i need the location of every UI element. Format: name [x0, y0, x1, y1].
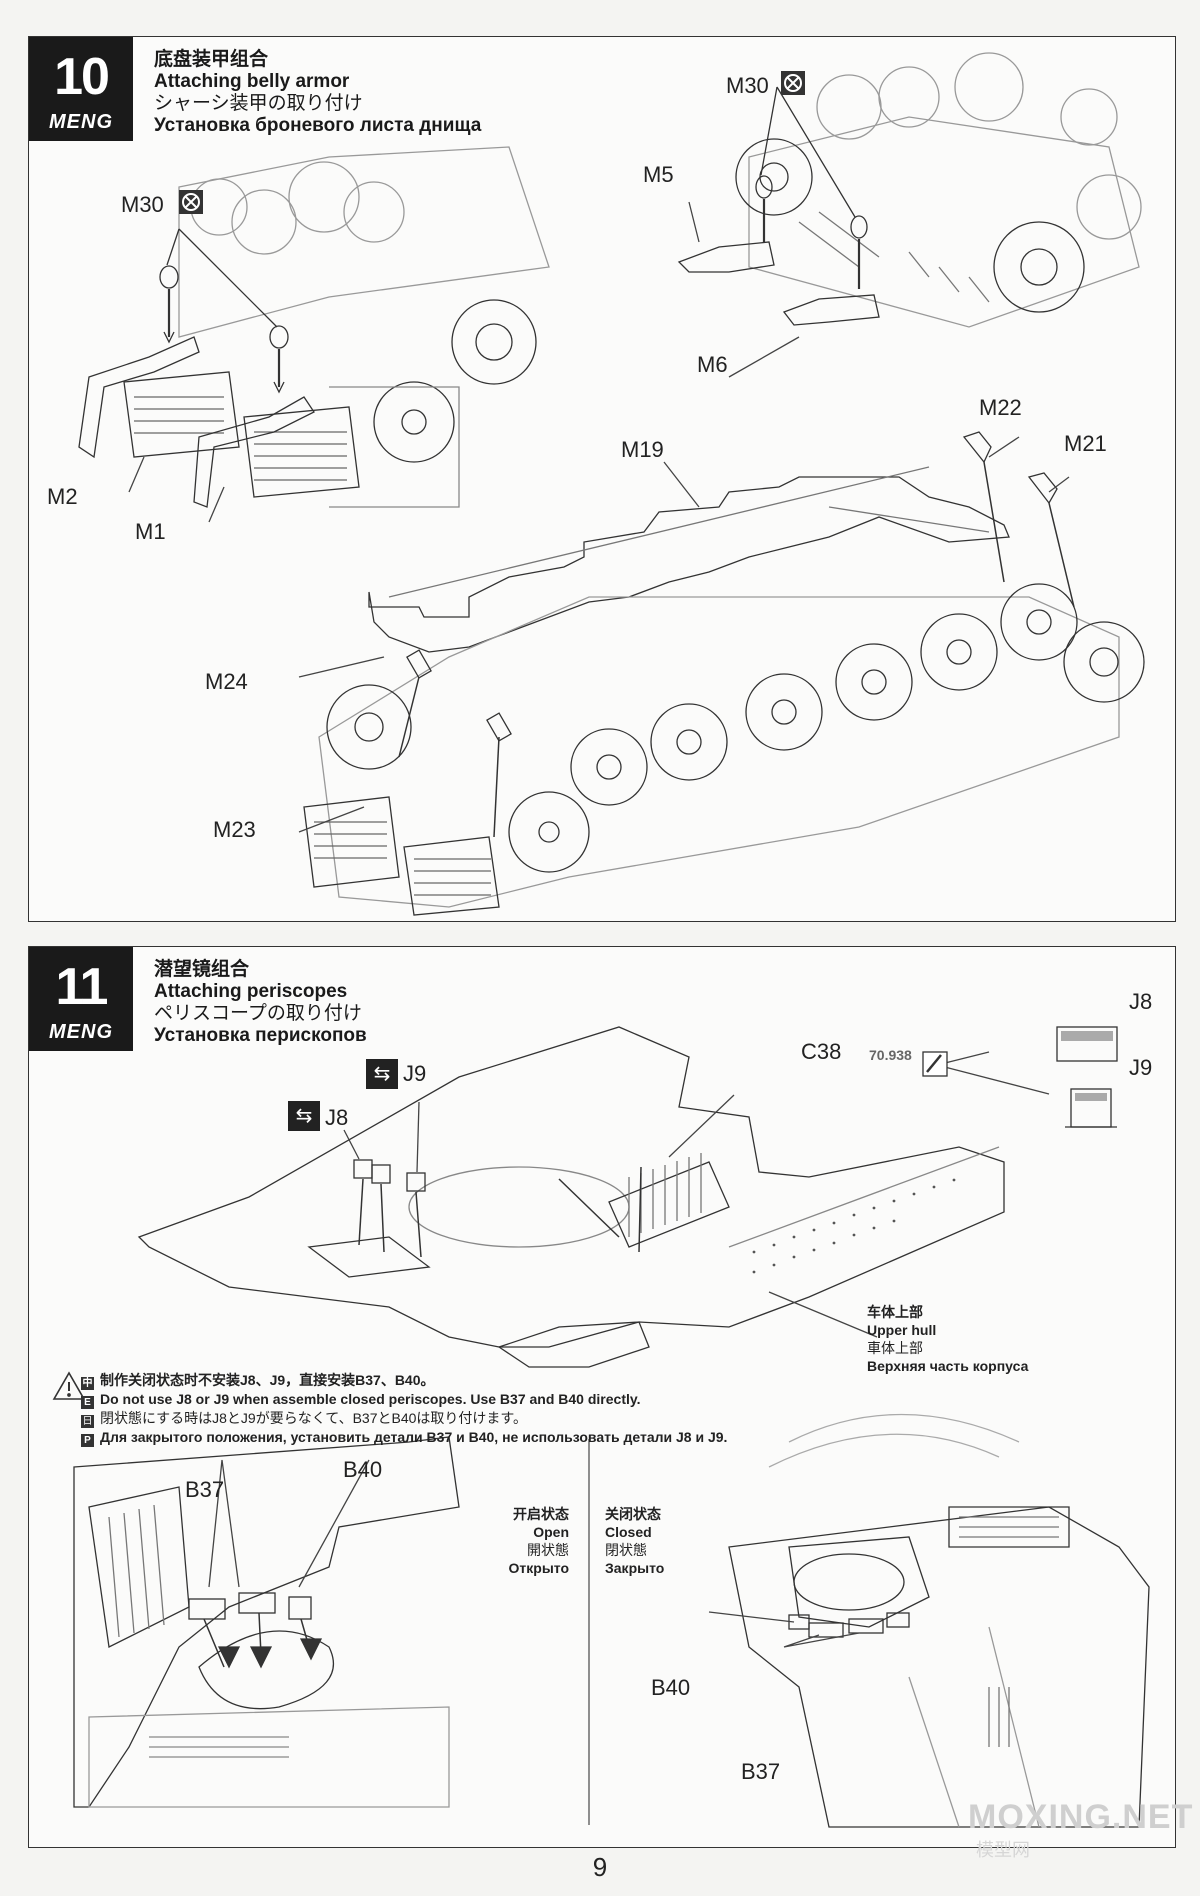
upper-hull-zh: 车体上部 — [867, 1304, 923, 1320]
step-11-illustration — [52, 1026, 1150, 1828]
part-label-j9: J9 — [1129, 1055, 1153, 1080]
no-glue-icon — [179, 190, 203, 214]
title-ru: Установка броневого листа днища — [154, 115, 482, 136]
step-11-panel: 11 MENG 潜望镜组合 Attaching periscopes ペリスコー… — [28, 946, 1176, 1848]
closed-zh: 关闭状态 — [605, 1506, 661, 1522]
title-ja: ペリスコープの取り付け — [154, 1003, 362, 1024]
paint-code: 70.938 — [869, 1047, 912, 1063]
closed-state-label: 关闭状态 Closed 閉状態 Закрыто — [605, 1505, 664, 1577]
part-label-b37: B37 — [185, 1477, 225, 1502]
upper-hull-label: 车体上部 Upper hull 車体上部 Верхняя часть корпу… — [867, 1303, 1028, 1375]
title-ru: Установка перископов — [154, 1025, 367, 1046]
note-zh: 中制作关闭状态时不安装J8、J9，直接安装B37、B40。 — [81, 1372, 435, 1390]
part-label-m6: M6 — [697, 352, 728, 377]
part-label-m22: M22 — [979, 395, 1022, 420]
part-label-m5: M5 — [643, 162, 674, 187]
watermark: MOXING.NET — [968, 1798, 1194, 1836]
watermark-sub: 模型网 — [976, 1840, 1030, 1860]
part-label-m30: M30 — [726, 73, 769, 98]
part-label-j8: J8 — [1129, 989, 1153, 1014]
note-ja: 日閉状態にする時はJ8とJ9が要らなくて、B37とB40は取り付けます。 — [81, 1410, 528, 1428]
brand-logo: MENG — [49, 1021, 113, 1043]
part-label-j9: J9 — [403, 1061, 427, 1086]
part-label-m23: M23 — [213, 817, 256, 842]
open-ru: Открыто — [508, 1560, 569, 1576]
step-10-illustration — [78, 52, 1145, 916]
step-number: 10 — [54, 48, 110, 106]
part-label-m24: M24 — [205, 669, 248, 694]
part-label-b40: B40 — [651, 1675, 691, 1700]
open-en: Open — [533, 1524, 569, 1540]
closed-ja: 閉状態 — [605, 1542, 647, 1558]
part-label-b37: B37 — [741, 1759, 781, 1784]
open-ja: 開状態 — [527, 1542, 569, 1558]
closed-ru: Закрыто — [605, 1560, 665, 1576]
step-title: 潜望镜组合 Attaching periscopes ペリスコープの取り付け У… — [154, 959, 367, 1047]
upper-hull-ja: 車体上部 — [867, 1340, 923, 1356]
title-en: Attaching belly armor — [154, 71, 350, 92]
brand-logo: MENG — [49, 111, 113, 133]
arrow-left-icon: ⇆ — [288, 1101, 320, 1131]
open-zh: 开启状态 — [513, 1506, 569, 1522]
upper-hull-ru: Верхняя часть корпуса — [867, 1358, 1029, 1374]
part-label-c38: C38 — [801, 1039, 842, 1064]
part-label-m2: M2 — [47, 484, 78, 509]
part-label-m1: M1 — [135, 519, 166, 544]
part-label-m30: M30 — [121, 192, 164, 217]
step-badge: 11 MENG — [29, 947, 133, 1051]
title-ja: シャーシ装甲の取り付け — [154, 93, 363, 114]
no-glue-icon — [781, 71, 805, 95]
part-label-j8: J8 — [325, 1105, 349, 1130]
part-label-m19: M19 — [621, 437, 664, 462]
title-zh: 底盘装甲组合 — [154, 49, 269, 70]
arrow-right-icon: ⇆ — [366, 1059, 398, 1089]
title-en: Attaching periscopes — [154, 981, 348, 1002]
closed-en: Closed — [605, 1524, 652, 1540]
step-10-panel: 10 MENG 底盘装甲组合 Attaching belly armor シャー… — [28, 36, 1176, 922]
title-zh: 潜望镜组合 — [154, 959, 250, 980]
step-number: 11 — [55, 958, 109, 1016]
step-title: 底盘装甲组合 Attaching belly armor シャーシ装甲の取り付け… — [154, 49, 481, 137]
upper-hull-en: Upper hull — [867, 1322, 937, 1338]
part-label-m21: M21 — [1064, 431, 1107, 456]
step-badge: 10 MENG — [29, 37, 133, 141]
page-number: 9 — [592, 1852, 608, 1882]
open-state-label: 开启状态 Open 開状態 Открыто — [469, 1505, 569, 1577]
part-label-b40: B40 — [343, 1457, 383, 1482]
